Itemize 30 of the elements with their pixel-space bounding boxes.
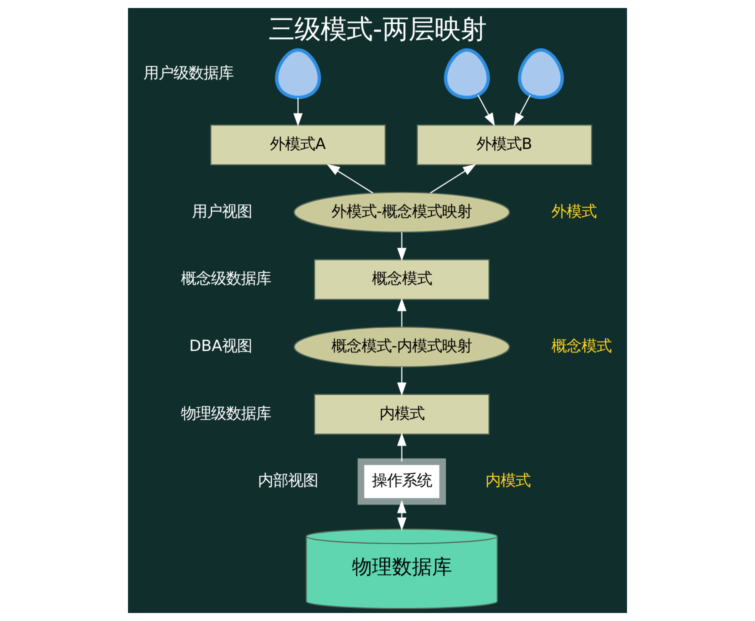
label: 用户级数据库	[144, 64, 234, 82]
arrow	[397, 432, 406, 462]
node-box: 操作系统	[358, 458, 446, 505]
diagram-title: 三级模式-两层映射	[268, 14, 486, 46]
node-person	[275, 48, 321, 100]
arrow	[478, 94, 495, 126]
node-box: 外模式B	[416, 124, 592, 166]
arrow	[397, 298, 406, 327]
arrow	[514, 94, 531, 126]
node-box: 外模式A	[210, 124, 386, 166]
label: 内部视图	[258, 472, 318, 490]
node-person	[444, 48, 490, 100]
arrow	[397, 366, 406, 396]
node-person	[518, 48, 564, 100]
arrow	[326, 164, 374, 194]
arrow	[293, 98, 303, 126]
arrow	[430, 164, 476, 194]
label: 外模式	[552, 202, 597, 220]
arrow	[397, 232, 406, 262]
label: 内模式	[485, 472, 530, 490]
label: 物理级数据库	[181, 404, 272, 422]
node-box: 概念模式	[314, 259, 490, 300]
label: 概念级数据库	[181, 270, 272, 288]
node-ellipse: 概念模式-内模式映射	[294, 326, 510, 368]
node-ellipse: 外模式-概念模式映射	[294, 192, 510, 233]
label: 用户视图	[192, 202, 252, 220]
label: DBA视图	[189, 337, 252, 356]
node-box: 内模式	[314, 394, 490, 435]
label: 概念模式	[552, 337, 612, 356]
arrow	[397, 500, 406, 531]
